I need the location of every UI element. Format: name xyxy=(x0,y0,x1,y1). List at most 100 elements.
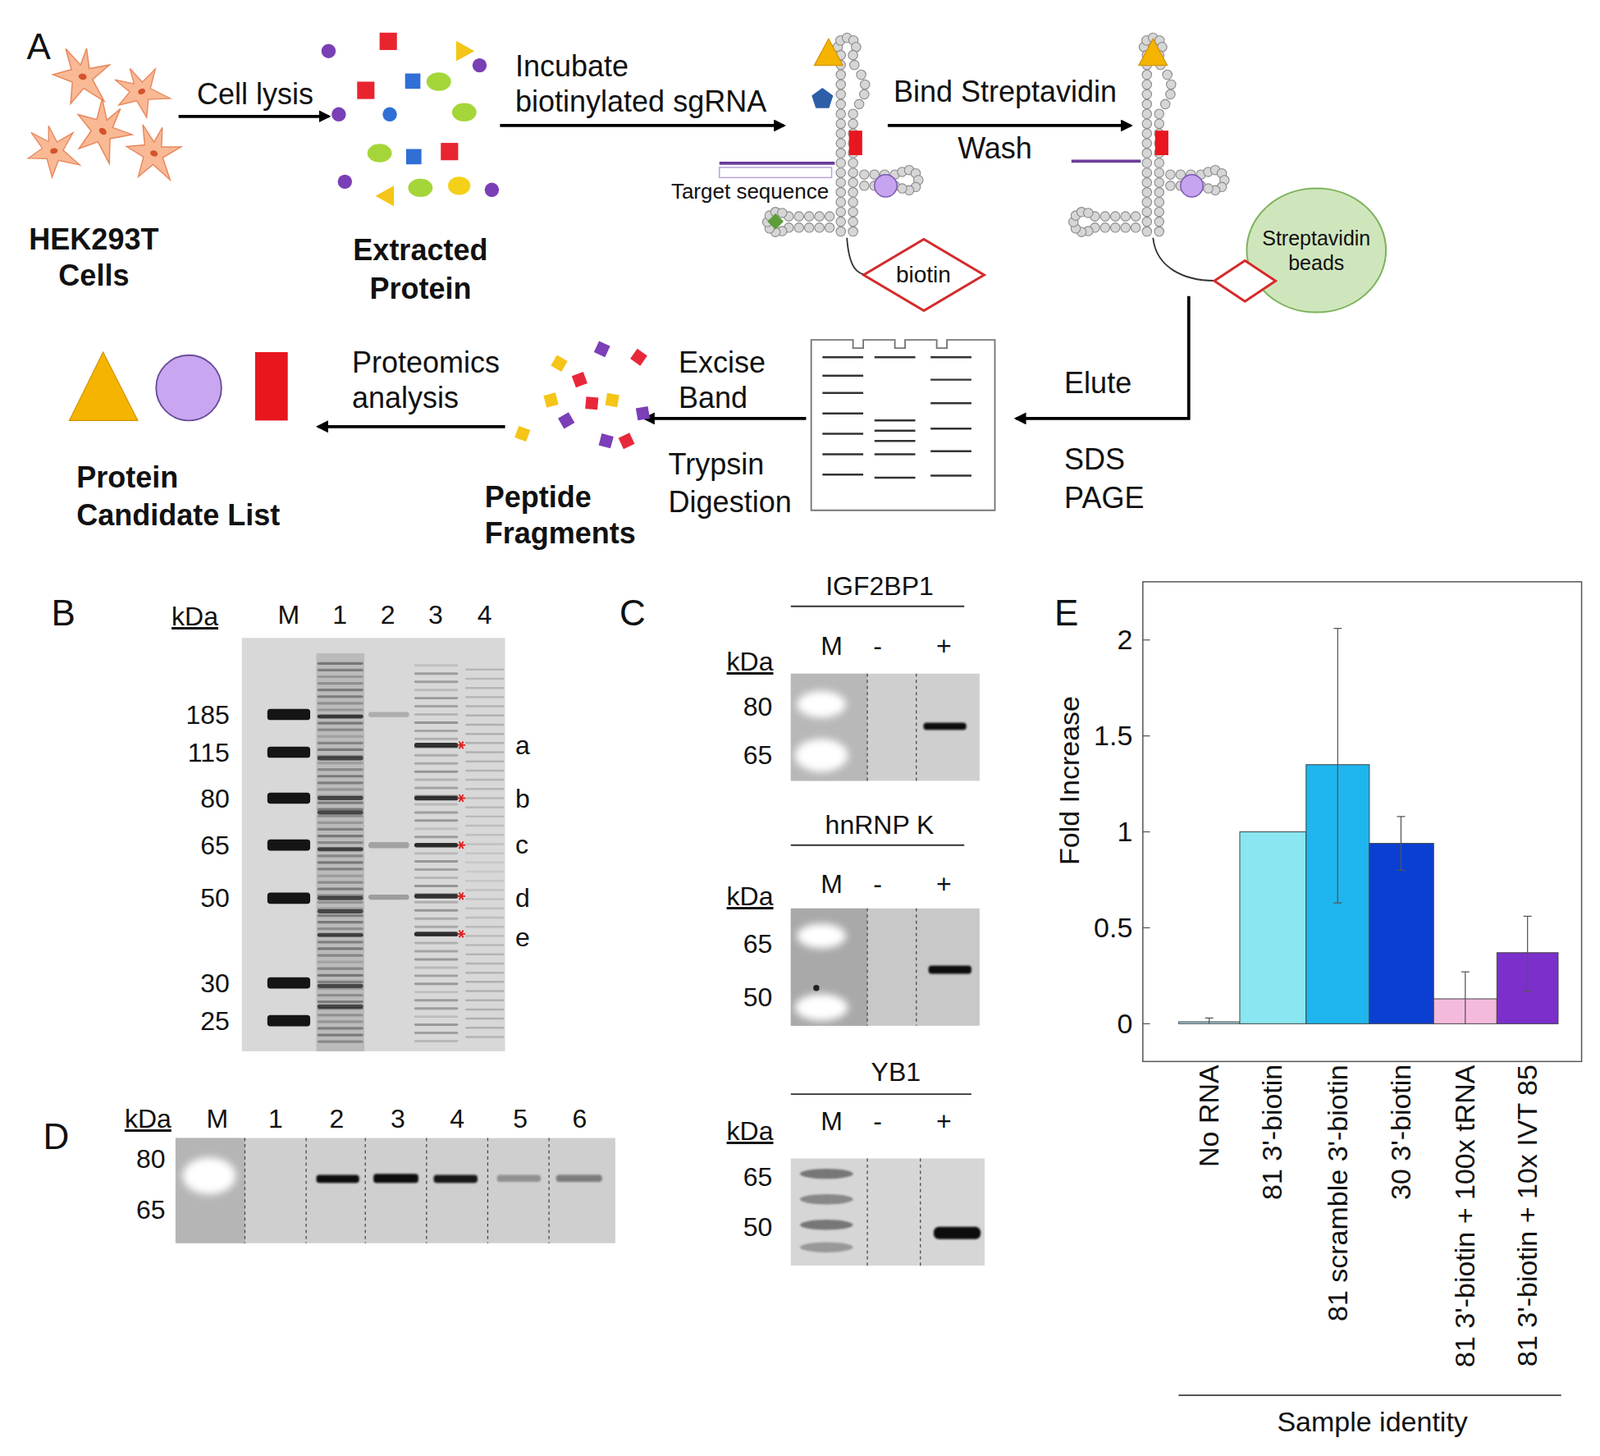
gel-band xyxy=(317,735,364,738)
rna-nucleotide xyxy=(1165,169,1175,179)
gel-icon-band xyxy=(874,452,916,455)
gel-band xyxy=(368,841,410,848)
step-label: Bind Streptavidin xyxy=(893,73,1117,110)
rna-nucleotide xyxy=(836,148,846,158)
peptide-fragment xyxy=(550,355,567,372)
gel-band xyxy=(465,833,504,836)
protein-shape xyxy=(406,149,422,165)
gel-band xyxy=(317,748,364,751)
gel-label: M xyxy=(278,598,301,631)
gel-band xyxy=(317,787,364,791)
rna-nucleotide xyxy=(1160,99,1170,109)
band-letter: b xyxy=(515,782,531,814)
rna-nucleotide xyxy=(836,216,846,226)
gel-band xyxy=(465,1026,504,1029)
gel-band xyxy=(414,737,458,741)
gel-band xyxy=(317,827,364,831)
hek-cell xyxy=(22,121,81,181)
gel-band xyxy=(317,774,364,778)
gel-band xyxy=(317,847,364,851)
gel-band xyxy=(317,668,364,672)
gel-icon-bands xyxy=(822,356,972,478)
error-bar xyxy=(1205,1017,1214,1024)
error-bar xyxy=(1523,915,1532,991)
gel-label: 65 xyxy=(743,739,773,771)
rna-nucleotide xyxy=(836,206,846,216)
step-arrow xyxy=(499,123,784,128)
bound-protein xyxy=(849,130,863,156)
gel-label: 65 xyxy=(200,829,230,861)
gel-band xyxy=(414,931,458,937)
gel-band xyxy=(414,696,458,700)
category-label: No RNA xyxy=(1192,1064,1226,1167)
rna-nucleotide xyxy=(836,158,846,168)
gel-band xyxy=(267,708,311,721)
rna-nucleotide xyxy=(859,89,869,99)
rna-nucleotide xyxy=(836,109,846,119)
blot-band xyxy=(928,964,972,974)
step-arrow xyxy=(1016,296,1189,419)
protein-shape xyxy=(440,142,458,160)
axis-tick-label: 1 xyxy=(1117,814,1134,849)
gel-band xyxy=(414,1031,458,1034)
protein-shape xyxy=(407,178,433,197)
rna-nucleotide xyxy=(824,223,834,233)
gel-band xyxy=(465,907,504,910)
gel-band xyxy=(465,787,504,790)
protein-shape xyxy=(452,103,477,122)
gel-band xyxy=(317,953,364,956)
rna-nucleotide xyxy=(1142,226,1152,236)
gel-band xyxy=(317,860,364,864)
gel-label: 185 xyxy=(185,699,229,731)
blot-band xyxy=(556,1174,603,1182)
gel-band xyxy=(317,873,364,877)
gel-band xyxy=(465,888,504,891)
rna-nucleotide xyxy=(824,211,834,221)
peptide-fragment xyxy=(605,393,620,407)
biotin-diamond: biotin xyxy=(862,237,986,312)
gel-band xyxy=(317,741,364,745)
step-arrow xyxy=(178,114,330,119)
gel-icon-band xyxy=(930,402,972,404)
gel-band xyxy=(317,808,364,811)
gel-band xyxy=(414,851,458,855)
western-blot xyxy=(790,673,980,782)
gel-label: 50 xyxy=(200,882,230,914)
rna-nucleotide xyxy=(1130,211,1140,221)
peptide-fragment xyxy=(571,371,588,388)
rna-nucleotide xyxy=(897,183,907,193)
protein-shape xyxy=(382,107,397,122)
gel-band xyxy=(465,953,504,956)
gel-band xyxy=(414,835,458,838)
gel-icon-band xyxy=(874,476,916,479)
gel-band xyxy=(414,909,458,912)
marker-band xyxy=(795,738,849,772)
rna-nucleotide xyxy=(1142,197,1152,207)
gel-band xyxy=(317,688,364,691)
header-rule xyxy=(790,1092,972,1095)
header-rule xyxy=(790,844,965,846)
gel-band xyxy=(414,1006,458,1010)
category-label: 81 scramble 3'-biotin xyxy=(1321,1064,1355,1322)
gel-icon-band xyxy=(874,419,916,421)
panel-letter: C xyxy=(619,590,646,635)
rna-nucleotide xyxy=(854,99,864,109)
streptavidin-bead: Streptavidin beads xyxy=(1245,187,1388,314)
gel-band xyxy=(414,742,458,748)
gel-band xyxy=(465,934,504,937)
rna-nucleotide xyxy=(1154,216,1164,226)
peptide-fragments xyxy=(514,340,650,449)
step-label: HEK293T Cells xyxy=(11,221,176,294)
bound-protein xyxy=(874,174,897,197)
axis-title: Sample identity xyxy=(1276,1404,1468,1439)
gel-label: 6 xyxy=(572,1102,588,1134)
gel-band xyxy=(317,694,364,698)
gel-band xyxy=(267,839,311,851)
gel-band xyxy=(465,925,504,928)
rna-nucleotide xyxy=(848,118,858,128)
blot-band xyxy=(497,1174,541,1182)
gel-label: 65 xyxy=(743,1161,773,1193)
gel-band xyxy=(317,662,364,665)
protein-shape xyxy=(375,185,394,206)
